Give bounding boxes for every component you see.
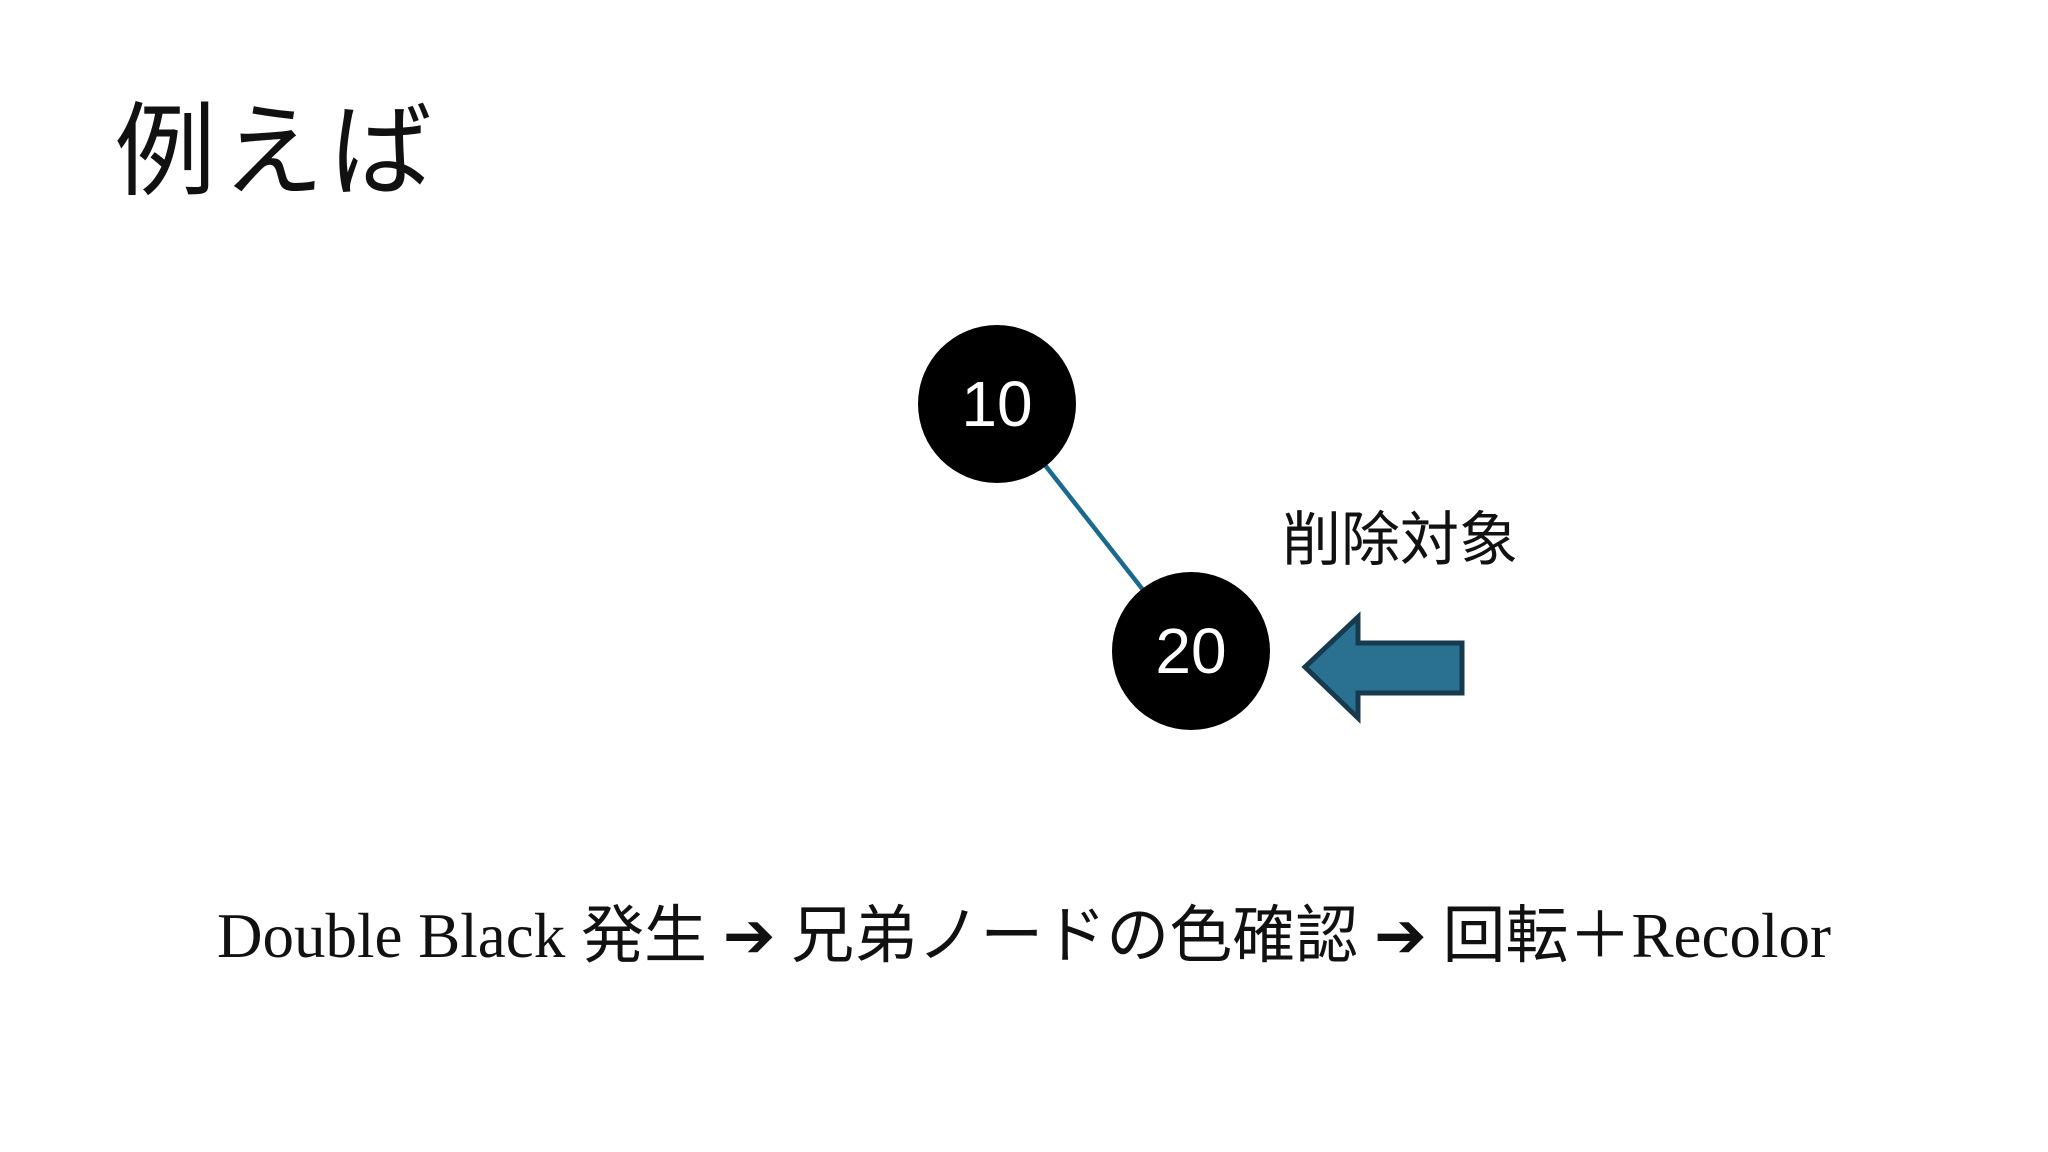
node-10-circle — [918, 325, 1076, 483]
left-block-arrow-icon — [1301, 611, 1465, 724]
deletion-target-label: 削除対象 — [1282, 507, 1519, 573]
slide-title: 例えば — [114, 97, 438, 210]
node-10-label: 10 — [961, 368, 1032, 440]
node-20-label: 20 — [1155, 615, 1226, 687]
node-20-circle — [1112, 572, 1270, 730]
footer-process-text: Double Black 発生 ➔ 兄弟ノードの色確認 ➔ 回転＋Recolor — [217, 901, 1831, 971]
